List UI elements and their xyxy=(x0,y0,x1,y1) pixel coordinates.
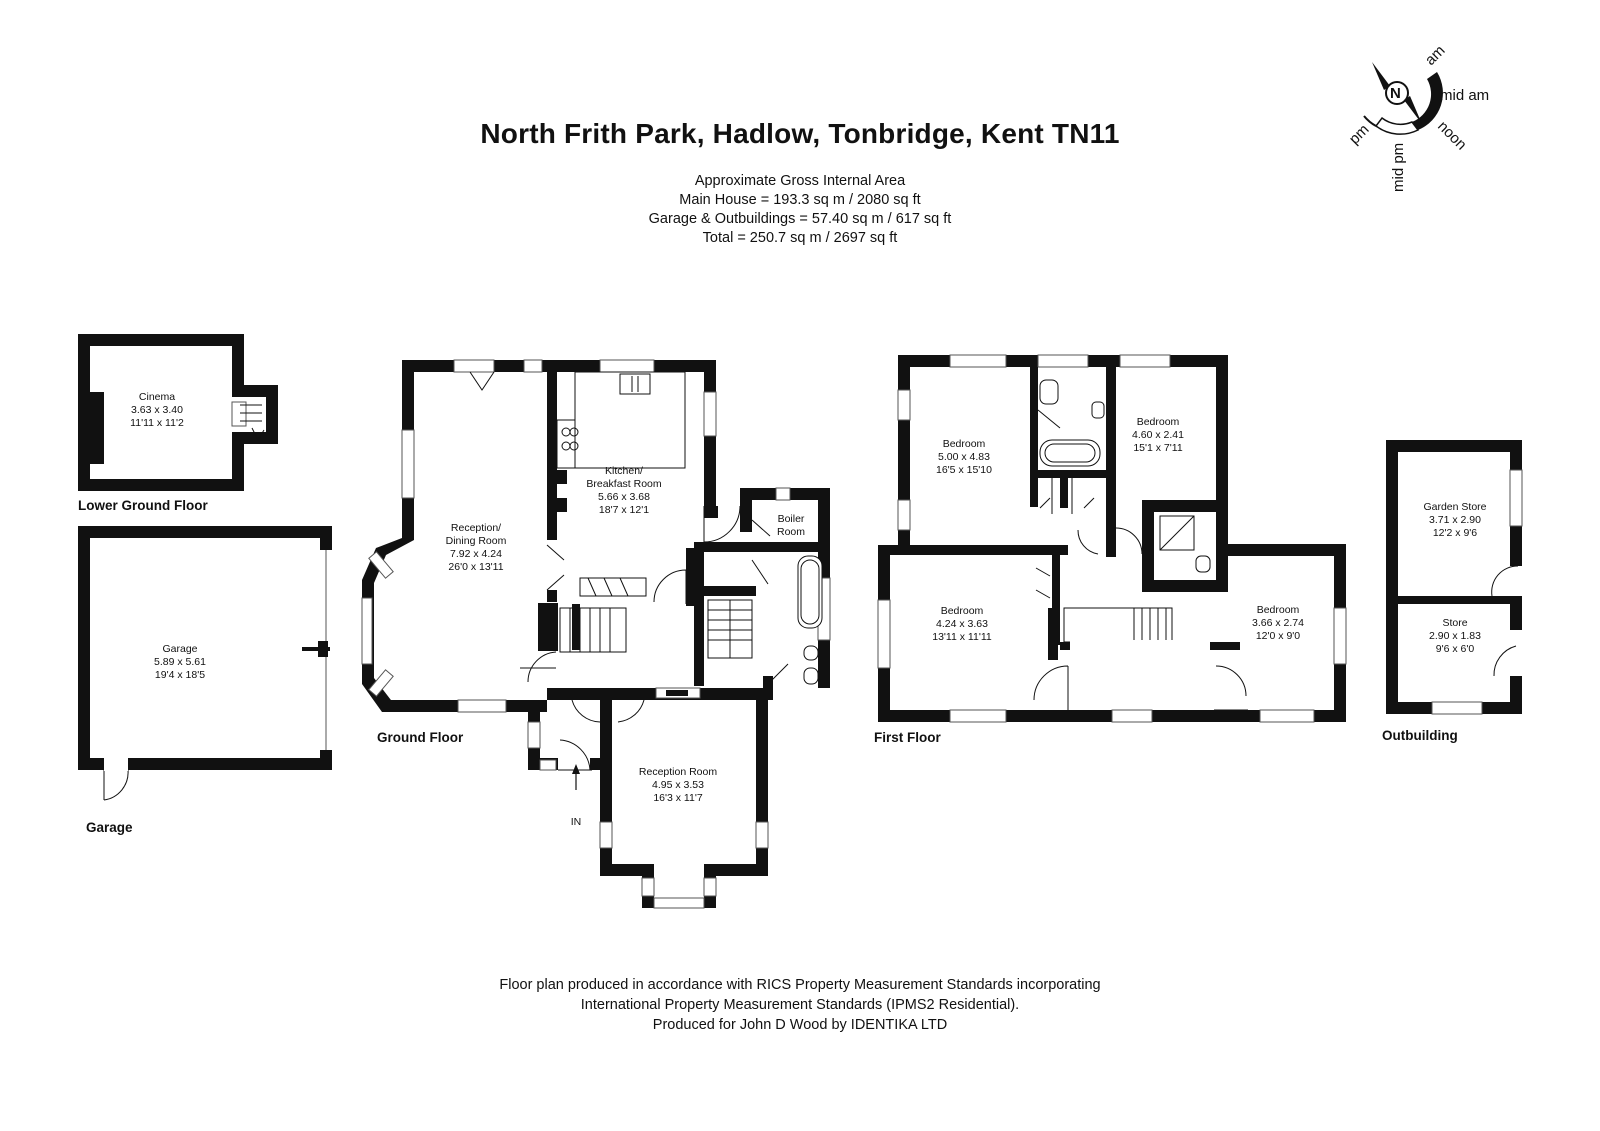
reception-room-imperial: 16'3 x 11'7 xyxy=(653,792,703,804)
boiler-name-1: Boiler xyxy=(778,513,805,525)
bedroom3-name: Bedroom xyxy=(941,605,984,617)
reception-room-name: Reception Room xyxy=(639,766,717,778)
ground-floor-label: Ground Floor xyxy=(377,730,464,745)
footer-line-1: Floor plan produced in accordance with R… xyxy=(499,977,1101,993)
first-floor-label: First Floor xyxy=(874,730,941,745)
garage-imperial: 19'4 x 18'5 xyxy=(155,669,205,681)
garden-store-name: Garden Store xyxy=(1423,501,1486,513)
footer-line-3: Produced for John D Wood by IDENTIKA LTD xyxy=(652,1017,948,1033)
area-outbuildings: Garage & Outbuildings = 57.40 sq m / 617… xyxy=(648,211,952,227)
plan-title: North Frith Park, Hadlow, Tonbridge, Ken… xyxy=(480,118,1120,149)
bedroom1-name: Bedroom xyxy=(943,438,986,450)
bedroom1-metric: 5.00 x 4.83 xyxy=(938,451,990,463)
store-metric: 2.90 x 1.83 xyxy=(1429,630,1481,642)
bedroom4-imperial: 12'0 x 9'0 xyxy=(1256,630,1300,642)
reception-dining-metric: 7.92 x 4.24 xyxy=(450,548,502,560)
bedroom3-metric: 4.24 x 3.63 xyxy=(936,618,988,630)
kitchen-metric: 5.66 x 3.68 xyxy=(598,491,650,503)
compass-north-dial xyxy=(1385,81,1409,105)
compass-mid-pm: mid pm xyxy=(1390,143,1407,192)
cinema-name: Cinema xyxy=(139,391,175,403)
bedroom2-name: Bedroom xyxy=(1137,416,1180,428)
outbuilding-plan: Garden Store 3.71 x 2.90 12'2 x 9'6 Stor… xyxy=(1382,440,1523,743)
plan-footer: Floor plan produced in accordance with R… xyxy=(0,975,1600,1035)
entrance-in-label: IN xyxy=(571,816,582,828)
area-main-house: Main House = 193.3 sq m / 2080 sq ft xyxy=(679,192,921,208)
compass-sun-path-icon: N am mid am noon mid pm pm xyxy=(1346,42,1489,192)
garden-store-metric: 3.71 x 2.90 xyxy=(1429,514,1481,526)
ground-floor-plan: Boiler Room IN xyxy=(361,359,831,909)
garden-store-imperial: 12'2 x 9'6 xyxy=(1433,527,1477,539)
compass-am: am xyxy=(1422,42,1449,69)
bedroom1-imperial: 16'5 x 15'10 xyxy=(936,464,992,476)
cinema-metric: 3.63 x 3.40 xyxy=(131,404,183,416)
first-floor-plan: Bedroom 5.00 x 4.83 16'5 x 15'10 Bedroom… xyxy=(874,354,1347,745)
area-total: Total = 250.7 sq m / 2697 sq ft xyxy=(702,230,898,246)
boiler-name-2: Room xyxy=(777,526,805,538)
outbuilding-label: Outbuilding xyxy=(1382,728,1458,743)
compass-mid-am: mid am xyxy=(1440,87,1489,104)
garage-plan: Garage 5.89 x 5.61 19'4 x 18'5 Garage xyxy=(78,526,333,835)
bedroom3-imperial: 13'11 x 11'11 xyxy=(932,631,992,643)
kitchen-imperial: 18'7 x 12'1 xyxy=(599,504,649,516)
kitchen-name-1: Kitchen/ xyxy=(605,465,643,477)
cinema-imperial: 11'11 x 11'2 xyxy=(130,417,184,429)
reception-dining-imperial: 26'0 x 13'11 xyxy=(448,561,503,573)
garage-label: Garage xyxy=(86,820,133,835)
kitchen-name-2: Breakfast Room xyxy=(586,478,662,490)
reception-dining-name-1: Reception/ xyxy=(451,522,501,534)
store-name: Store xyxy=(1442,617,1467,629)
garage-name: Garage xyxy=(162,643,197,655)
reception-dining-name-2: Dining Room xyxy=(446,535,507,547)
area-heading: Approximate Gross Internal Area xyxy=(694,173,906,189)
compass-pm: pm xyxy=(1346,121,1373,148)
compass-noon: noon xyxy=(1434,118,1470,154)
reception-room-metric: 4.95 x 3.53 xyxy=(652,779,704,791)
gross-area-summary: Approximate Gross Internal Area Main Hou… xyxy=(0,172,1600,248)
bedroom4-name: Bedroom xyxy=(1257,604,1300,616)
garage-metric: 5.89 x 5.61 xyxy=(154,656,206,668)
footer-line-2: International Property Measurement Stand… xyxy=(580,997,1020,1013)
lower-ground-floor-label: Lower Ground Floor xyxy=(78,498,208,513)
store-imperial: 9'6 x 6'0 xyxy=(1436,643,1475,655)
bedroom4-metric: 3.66 x 2.74 xyxy=(1252,617,1304,629)
compass-north-label: N xyxy=(1390,85,1401,102)
bedroom2-metric: 4.60 x 2.41 xyxy=(1132,429,1184,441)
lower-ground-floor-plan: Cinema 3.63 x 3.40 11'11 x 11'2 Lower Gr… xyxy=(78,334,278,513)
bedroom2-imperial: 15'1 x 7'11 xyxy=(1133,442,1183,454)
